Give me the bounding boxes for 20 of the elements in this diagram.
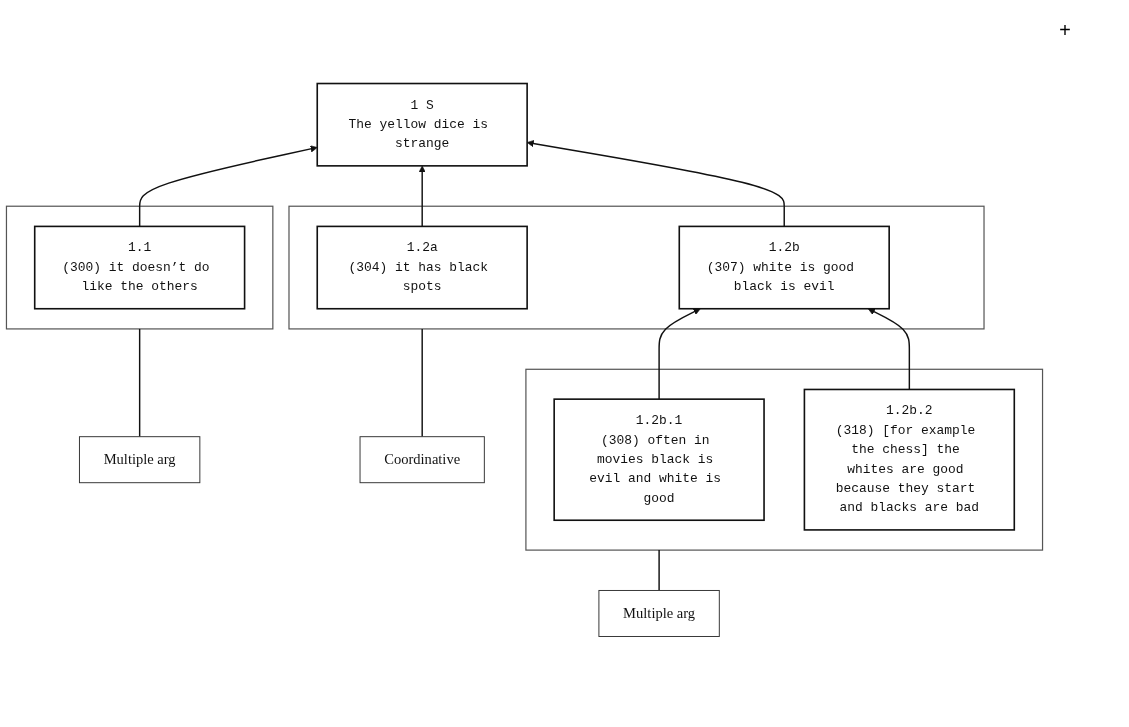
- arrow: [867, 308, 911, 391]
- cluster: [525, 368, 1044, 551]
- arrow: [138, 145, 318, 228]
- node-box: Multiple arg: [78, 436, 201, 484]
- cluster: [5, 205, 274, 330]
- arrow: [418, 165, 426, 228]
- connector: [421, 328, 423, 438]
- arrow: [658, 308, 701, 400]
- node-box: 1.1 (300) it doesn’t do like the others: [33, 225, 246, 310]
- node-box: 1.2a (304) it has black spots: [316, 225, 528, 310]
- connector: [138, 328, 141, 438]
- plus-sign: +: [1059, 20, 1072, 43]
- node-box: 1.2b.2 (318) [for example the chess] the whites are good because they start and blacks are bad: [803, 388, 1016, 531]
- cluster: [288, 205, 985, 330]
- node-box: Coordinative: [359, 436, 485, 484]
- connector: [658, 549, 660, 592]
- node-box: Multiple arg: [598, 590, 720, 637]
- node-box: 1.2b (307) white is good black is evil: [678, 225, 890, 310]
- node-box: 1 S The yellow dice is strange: [316, 82, 528, 167]
- node-box: 1.2b.1 (308) often in movies black is evil and white is good: [553, 398, 765, 522]
